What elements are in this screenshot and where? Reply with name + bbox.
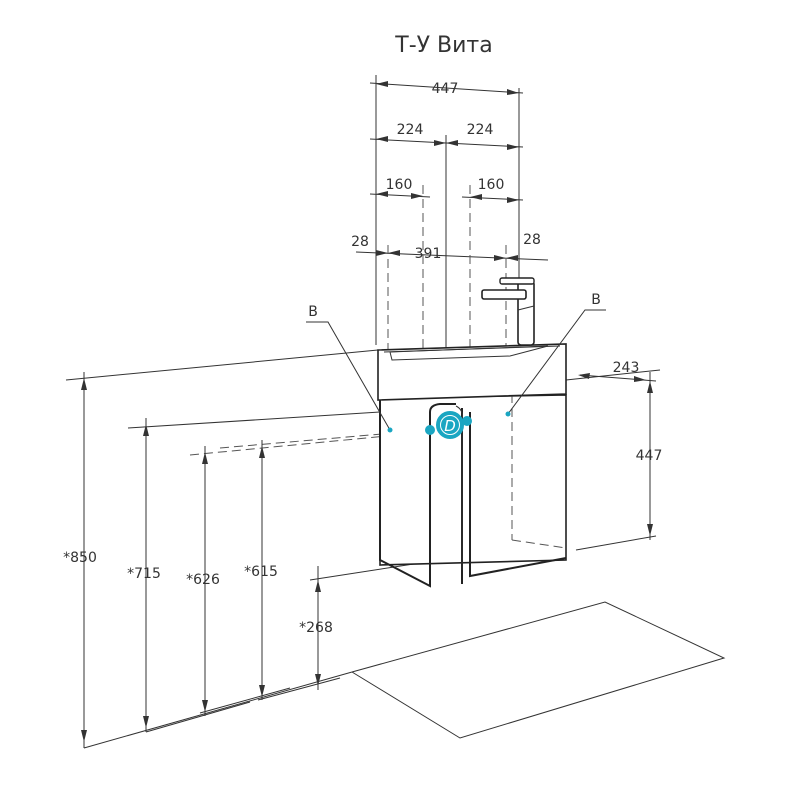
hinge-marker-left: [425, 425, 435, 435]
dim-half-right: 224: [467, 122, 494, 138]
faucet-icon: [481, 277, 535, 346]
handle-marker-letter: D: [444, 417, 456, 435]
hinge-marker-right: [462, 416, 472, 426]
callout-lines: [306, 309, 606, 431]
dim-half-left: 224: [397, 122, 424, 138]
dim-edge-left: 28: [351, 234, 369, 250]
dim-floor-clearance: *268: [299, 620, 333, 636]
dim-offset-left: 160: [386, 177, 413, 193]
mount-point-left: [387, 427, 393, 433]
drawing-title: Т-У Вита: [394, 33, 492, 58]
dim-depth: 243: [613, 360, 640, 376]
dim-edge-right: 28: [523, 232, 541, 248]
washbasin: [377, 343, 567, 401]
mounting-markers: [387, 411, 511, 439]
dim-height-715: *715: [127, 566, 161, 582]
dim-offset-right: 160: [478, 177, 505, 193]
callout-label-left: В: [308, 304, 318, 320]
dim-inner-span: 391: [415, 246, 442, 262]
mount-point-right: [505, 411, 511, 417]
callout-label-right: В: [591, 292, 601, 308]
dim-total-height: *850: [63, 550, 97, 566]
dim-overall-width: 447: [432, 81, 459, 97]
vanity-cabinet: [379, 379, 567, 588]
dim-cabinet-height: 447: [636, 448, 663, 464]
handle-marker-fill: [441, 416, 459, 434]
reference-lines: [65, 349, 661, 749]
floor-outline: [351, 601, 726, 739]
height-dimension-lines: [81, 372, 653, 748]
dim-height-615: *615: [244, 564, 278, 580]
dim-height-626: *626: [186, 572, 220, 588]
